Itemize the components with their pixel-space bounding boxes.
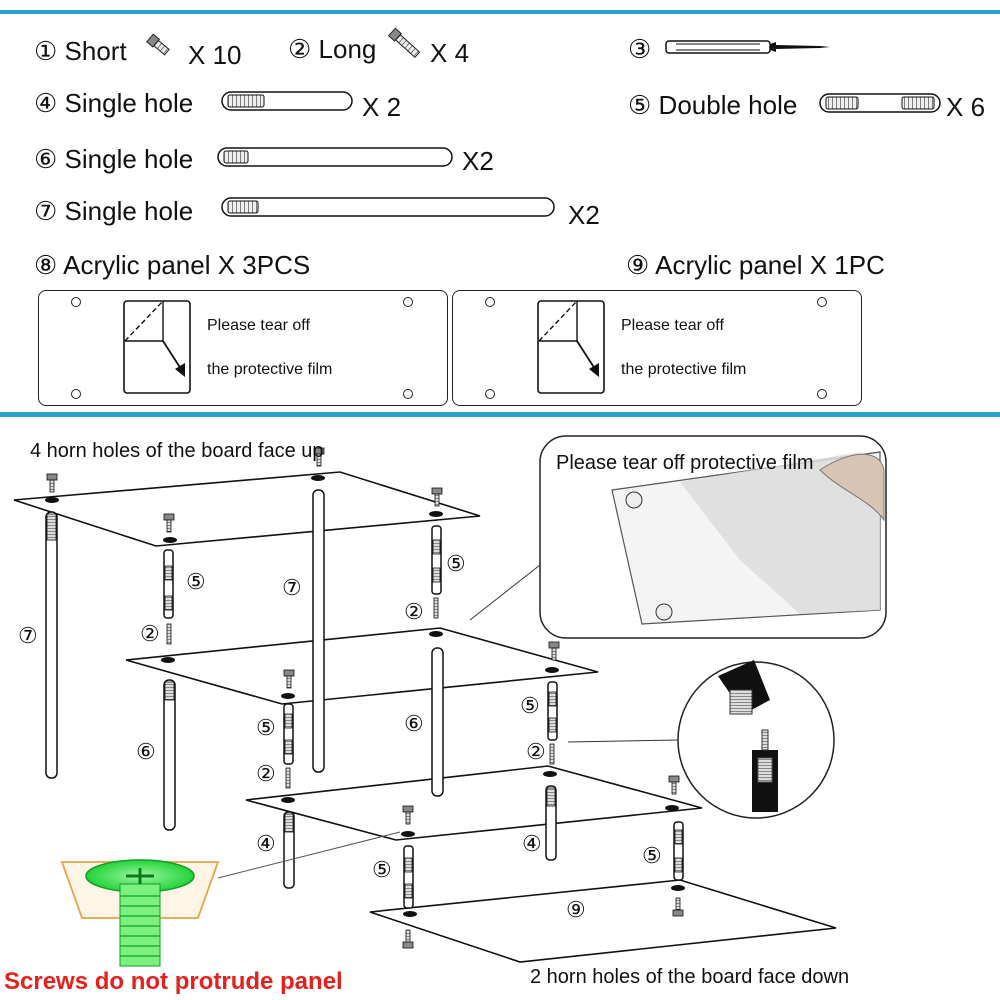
- peel-film-inset: [469, 435, 887, 639]
- tag-rod-7-left: ⑦: [18, 624, 38, 649]
- part-7-number: ⑦: [34, 197, 58, 227]
- part-3-number: ③: [628, 35, 652, 65]
- panel-hole: [403, 297, 413, 307]
- panel-hole: [403, 389, 413, 399]
- panel-hole: [71, 389, 81, 399]
- peel-note-line1: Please tear off: [207, 317, 310, 334]
- part-1-number: ①: [34, 37, 58, 67]
- part-4-name: Single hole: [64, 88, 194, 118]
- rod-6-right: [431, 647, 444, 797]
- rod-4-icon: [221, 91, 353, 111]
- tag-rod-5-e: ⑤: [372, 858, 392, 883]
- panel-hole: [817, 297, 827, 307]
- tag-rod-5-f: ⑤: [642, 844, 662, 869]
- rod-5-b: [431, 525, 442, 595]
- screwdriver-icon: [665, 40, 830, 54]
- part-7-name: Single hole: [64, 196, 194, 226]
- warning-text: Screws do not protrude panel: [4, 968, 343, 995]
- part-8-label: ⑧ Acrylic panel X 3PCS: [34, 250, 310, 281]
- tag-rod-5-a: ⑤: [186, 570, 206, 595]
- third-shelf-panel: [245, 765, 703, 841]
- part-9-label: ⑨ Acrylic panel X 1PC: [626, 250, 885, 281]
- rod-6-left: [163, 679, 176, 831]
- parts-drawings: [146, 27, 941, 217]
- part-2-number: ②: [288, 35, 312, 65]
- part-8-name: Acrylic panel X 3PCS: [63, 250, 311, 280]
- part-5-name: Double hole: [658, 90, 798, 120]
- tag-rod-5-b: ⑤: [446, 552, 466, 577]
- tag-rod-5-c: ⑤: [256, 716, 276, 741]
- short-screw-icon: [146, 33, 170, 56]
- part-9-number: ⑨: [626, 251, 650, 281]
- peel-note-line2: the protective film: [207, 361, 333, 378]
- middle-divider: [0, 412, 1000, 417]
- tag-rod-4-right: ④: [522, 832, 542, 857]
- bottom-shelf-panel: [369, 879, 837, 963]
- part-2-name: Long: [318, 34, 377, 64]
- peel-film-icon: [123, 300, 191, 394]
- part-6-name: Single hole: [64, 144, 194, 174]
- part-7-label: ⑦ Single hole: [34, 196, 193, 227]
- part-9-name: Acrylic panel X 1PC: [655, 250, 885, 280]
- rod-5-c: [283, 703, 294, 765]
- part-5-label: ⑤ Double hole: [628, 90, 797, 121]
- tag-rod-6-right: ⑥: [404, 712, 424, 737]
- rod-6-icon: [217, 147, 453, 167]
- part-4-number: ④: [34, 89, 58, 119]
- part-4-qty: X 2: [362, 92, 402, 122]
- peel-note-line1: Please tear off: [621, 317, 724, 334]
- part-3-label: ③: [628, 34, 651, 65]
- part-6-qty: X2: [462, 146, 494, 176]
- panel-hole: [817, 389, 827, 399]
- bottom-caption: 2 horn holes of the board face down: [530, 966, 850, 988]
- tag-rod-4-left: ④: [256, 832, 276, 857]
- rod-joint-inset: [567, 660, 835, 819]
- rod-7-icon: [221, 197, 555, 217]
- top-shelf-panel: [13, 471, 481, 547]
- part-1-name: Short: [64, 36, 127, 66]
- peel-note-line2: the protective film: [621, 361, 747, 378]
- rod-5-e: [403, 845, 414, 909]
- peel-film-icon: [537, 300, 605, 394]
- top-caption: 4 horn holes of the board face up: [30, 440, 324, 462]
- panel-hole: [71, 297, 81, 307]
- rod-7-left: [45, 511, 58, 779]
- acrylic-panel-8: Please tear off the protective film: [38, 290, 448, 406]
- tag-long-screw-d: ②: [526, 740, 546, 765]
- part-5-number: ⑤: [628, 91, 652, 121]
- part-6-number: ⑥: [34, 145, 58, 175]
- top-divider: [0, 10, 1000, 14]
- panel-hole: [485, 297, 495, 307]
- part-6-label: ⑥ Single hole: [34, 144, 193, 175]
- rod-5-icon: [819, 93, 941, 113]
- part-1-label: ① Short: [34, 36, 127, 67]
- part-4-label: ④ Single hole: [34, 88, 193, 119]
- tag-rod-6-left: ⑥: [136, 740, 156, 765]
- part-2-label: ② Long: [288, 34, 376, 65]
- part-7-qty: X2: [568, 200, 600, 230]
- panel-hole: [485, 389, 495, 399]
- long-screw-icon: [387, 27, 421, 59]
- tag-long-screw-a: ②: [140, 622, 160, 647]
- film-caption: Please tear off protective film: [556, 452, 814, 474]
- tag-long-screw-c: ②: [256, 762, 276, 787]
- flush-screw-icon: [60, 831, 401, 967]
- rod-7-middle: [312, 489, 325, 773]
- tag-rod-7-middle: ⑦: [282, 576, 302, 601]
- tag-bottom-panel: ⑨: [566, 898, 586, 923]
- second-shelf-panel: [125, 627, 599, 705]
- tag-long-screw-b: ②: [404, 600, 424, 625]
- part-5-qty: X 6: [946, 92, 986, 122]
- part-1-qty: X 10: [188, 40, 242, 70]
- part-2-qty: X 4: [430, 38, 470, 68]
- tag-rod-5-d: ⑤: [520, 694, 540, 719]
- acrylic-panel-9: Please tear off the protective film: [452, 290, 862, 406]
- part-8-number: ⑧: [34, 251, 58, 281]
